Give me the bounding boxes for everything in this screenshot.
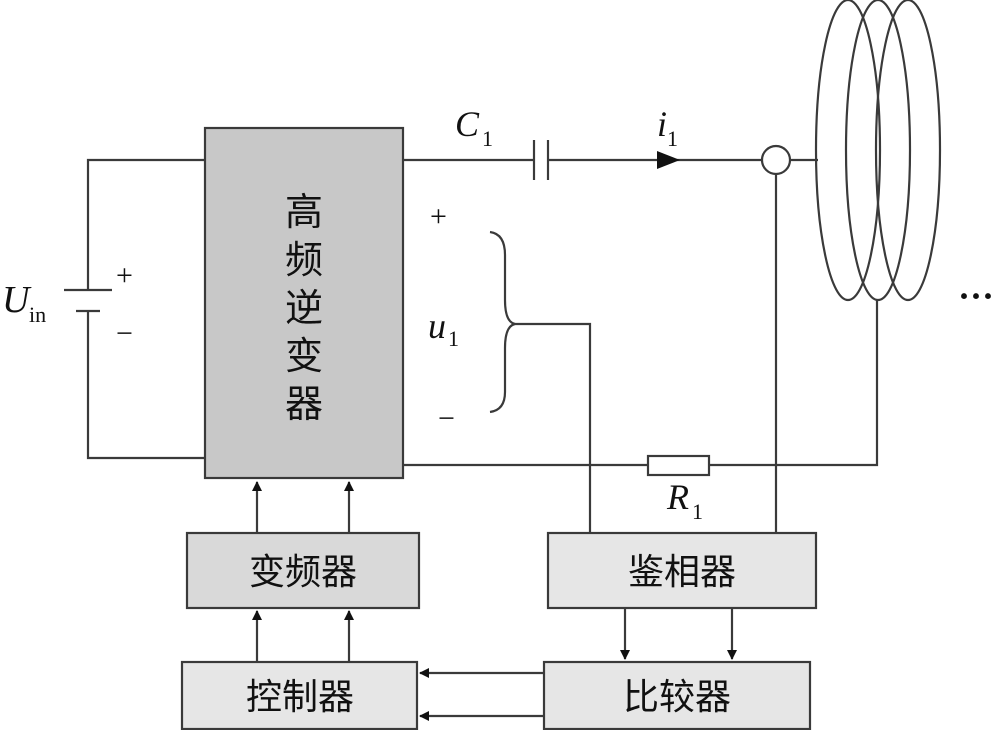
resistor-label-sub: 1 (692, 499, 703, 524)
comparator-block (542, 660, 812, 730)
coil-turn-3 (874, 0, 942, 302)
inverter-char-1: 高频逆变器 (285, 190, 323, 426)
voltage-minus: − (438, 402, 455, 435)
capacitor-label: C (455, 104, 480, 144)
dc-source (64, 158, 205, 460)
source-minus: − (116, 317, 133, 350)
source-label-sub: in (29, 302, 46, 327)
capacitor-label-sub: 1 (482, 126, 493, 151)
comparator-label: 比较器 (623, 677, 731, 718)
resistor-icon (646, 454, 711, 477)
frequency-converter-block (185, 531, 421, 610)
coil-return-wire (709, 300, 879, 467)
source-bottom-wire (86, 311, 205, 460)
current-label-sub: 1 (667, 126, 678, 151)
controller-block (180, 660, 419, 730)
current-arrow (657, 151, 680, 169)
top-wire-group (403, 140, 818, 533)
inverter-label: 高频逆变器 (285, 190, 323, 426)
bottom-wire-group (403, 454, 711, 477)
inverter-label-char: 高 (285, 190, 323, 234)
inverter-block (203, 126, 405, 480)
voltage-sense-lead (515, 322, 592, 533)
voltage-label: u (428, 306, 446, 346)
brace-icon (489, 230, 516, 414)
voltage-plus: + (430, 200, 447, 233)
phase-detector-label: 鉴相器 (628, 552, 736, 593)
coil-turn-2 (844, 0, 912, 302)
inverter-label-char: 器 (285, 382, 323, 426)
current-label: i (657, 104, 667, 144)
source-label: U (2, 279, 32, 321)
source-plus: + (116, 259, 133, 292)
inverter-label-char: 频 (285, 238, 323, 282)
inverter-label-char: 变 (285, 334, 323, 378)
current-sensor-icon (760, 144, 792, 176)
resistor-label: R (666, 477, 689, 517)
source-top-wire (86, 158, 205, 290)
voltage-brace (489, 230, 592, 533)
phase-detector-block (546, 531, 818, 610)
induction-coil-icon (709, 0, 942, 467)
inverter-label-char: 逆 (285, 286, 323, 330)
continuation-ellipsis: ··· (958, 276, 994, 316)
frequency-converter-label: 变频器 (249, 552, 357, 593)
controller-label: 控制器 (246, 677, 354, 718)
voltage-label-sub: 1 (448, 326, 459, 351)
coil-turn-1 (814, 0, 882, 302)
